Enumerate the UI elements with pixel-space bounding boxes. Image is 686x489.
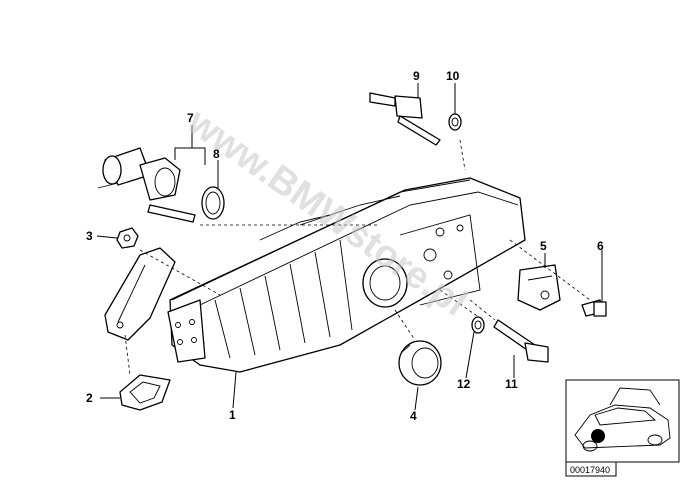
callout-9: 9: [413, 69, 420, 83]
o-ring-8: [201, 186, 225, 220]
callout-10: 10: [446, 69, 460, 83]
washer-10: [448, 113, 462, 131]
callout-2: 2: [86, 391, 93, 405]
callout-3: 3: [86, 229, 93, 243]
temperature-sensor: [369, 92, 441, 146]
callout-1: 1: [229, 408, 236, 422]
hex-bolt: [581, 299, 607, 317]
intake-manifold: [104, 177, 526, 373]
mounting-bracket: [517, 264, 561, 311]
callout-5: 5: [540, 239, 547, 253]
idle-control-valve: [97, 147, 196, 223]
washer-12: [471, 316, 485, 334]
car-silhouette-icon: [574, 387, 671, 452]
callout-11: 11: [505, 377, 518, 391]
callout-6: 6: [597, 239, 604, 253]
callout-12: 12: [457, 377, 471, 391]
callout-4: 4: [410, 409, 417, 423]
location-marker-icon: [591, 429, 605, 443]
gasket: [119, 374, 171, 411]
callout-7: 7: [187, 111, 194, 125]
diagram-code: 00017940: [570, 465, 610, 475]
callout-8: 8: [213, 147, 220, 161]
hex-nut: [116, 227, 139, 249]
reference-inset: 00017940: [565, 379, 680, 477]
throttle-seal-ring: [398, 340, 442, 386]
temp-sender: [493, 319, 549, 363]
